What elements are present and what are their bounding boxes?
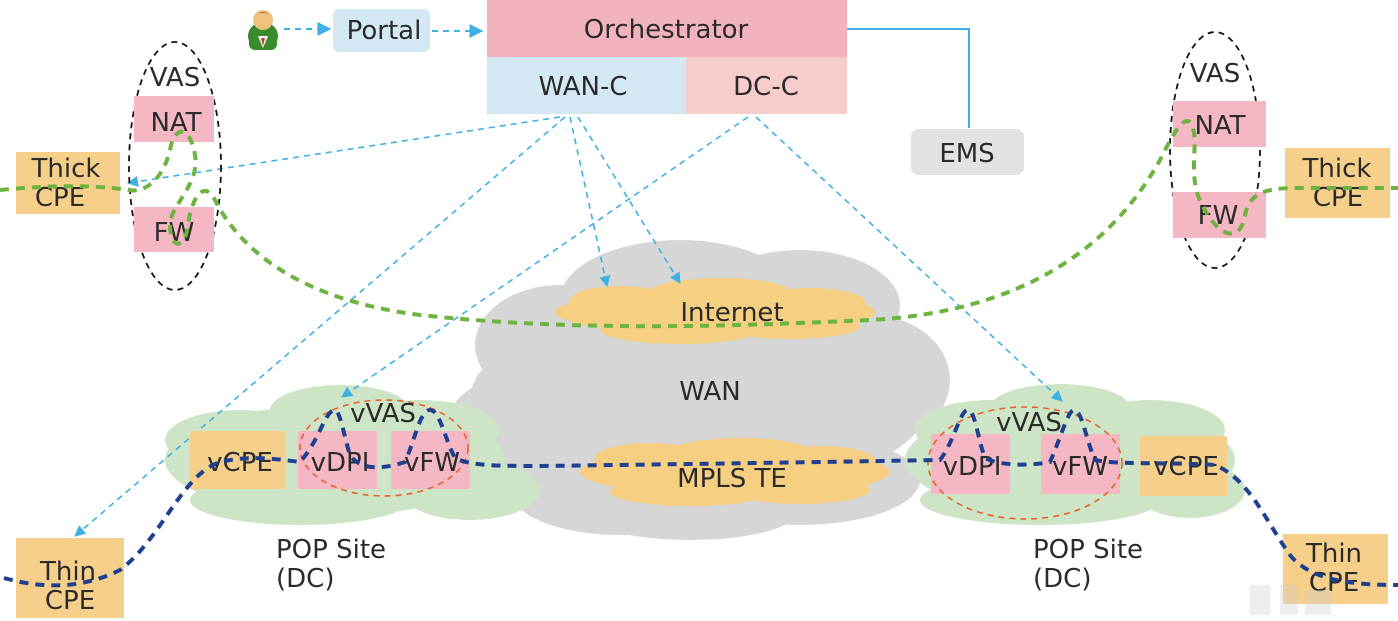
pop-right-site-line1: POP Site bbox=[1033, 535, 1143, 565]
green-traffic-path bbox=[0, 119, 1398, 329]
wan-c-label: WAN-C bbox=[538, 72, 627, 102]
pop-left-site-line2: (DC) bbox=[276, 564, 334, 594]
pop-right-vcpe-label: vCPE bbox=[1153, 452, 1219, 482]
control-arrows bbox=[74, 116, 1063, 537]
right-thick-cpe-line1: Thick bbox=[1302, 154, 1372, 184]
portal-label: Portal bbox=[347, 16, 422, 46]
mpls-label: MPLS TE bbox=[677, 464, 787, 494]
right-vas-label: VAS bbox=[1190, 59, 1240, 89]
pop-right-vdpi-label: vDPI bbox=[943, 452, 1002, 482]
pop-left-vdpi-box bbox=[298, 431, 377, 489]
wan-label: WAN bbox=[679, 377, 741, 407]
thin-cpe-left-line2: CPE bbox=[45, 586, 95, 616]
ems-box bbox=[911, 129, 1024, 175]
dc-c-label: DC-C bbox=[733, 72, 799, 102]
pop-right-vdpi-box bbox=[931, 434, 1010, 494]
pop-left-vcpe-box bbox=[190, 431, 286, 489]
internet-cloud bbox=[555, 278, 875, 344]
ems-connector bbox=[847, 28, 970, 128]
left-thick-cpe-box bbox=[16, 152, 120, 214]
orchestrator-label: Orchestrator bbox=[584, 15, 749, 45]
pop-right-vfw-label: vFW bbox=[1052, 452, 1108, 482]
left-vas-ellipse bbox=[128, 41, 222, 291]
left-thick-cpe-line1: Thick bbox=[31, 154, 101, 184]
ems-label: EMS bbox=[939, 139, 994, 169]
right-nat-box bbox=[1173, 101, 1266, 147]
right-vas-ellipse bbox=[1169, 31, 1261, 269]
pop-right-site-line2: (DC) bbox=[1033, 564, 1091, 594]
left-nat-box bbox=[134, 96, 214, 142]
pop-right-vvas-label: vVAS bbox=[996, 408, 1062, 438]
wan-c-box bbox=[487, 57, 686, 114]
right-thick-cpe-box bbox=[1285, 148, 1390, 218]
thin-cpe-right-line1: Thin bbox=[1305, 539, 1362, 569]
pop-right-vvas-ellipse bbox=[927, 406, 1123, 520]
pop-left-vvas-ellipse bbox=[299, 399, 469, 497]
pop-right-vfw-box bbox=[1041, 434, 1120, 494]
right-nat-label: NAT bbox=[1194, 111, 1245, 141]
user-icon bbox=[248, 10, 278, 50]
left-thick-cpe-line2: CPE bbox=[35, 183, 85, 213]
watermark-logo bbox=[1250, 585, 1331, 615]
orchestrator-box bbox=[487, 0, 847, 57]
pop-left-vdpi-label: vDPI bbox=[311, 448, 370, 478]
mpls-cloud bbox=[580, 438, 890, 506]
right-thick-cpe-line2: CPE bbox=[1313, 183, 1363, 213]
pop-left-vvas-label: vVAS bbox=[350, 399, 416, 429]
pop-left-site-line1: POP Site bbox=[276, 535, 386, 565]
left-vas-label: VAS bbox=[150, 63, 200, 93]
pop-left-vfw-box bbox=[391, 431, 470, 489]
dc-c-box bbox=[686, 57, 847, 114]
blue-traffic-path bbox=[3, 407, 1398, 588]
thin-cpe-right-box bbox=[1283, 534, 1388, 604]
portal-box bbox=[333, 9, 430, 52]
pop-left-vcpe-label: vCPE bbox=[207, 448, 273, 478]
